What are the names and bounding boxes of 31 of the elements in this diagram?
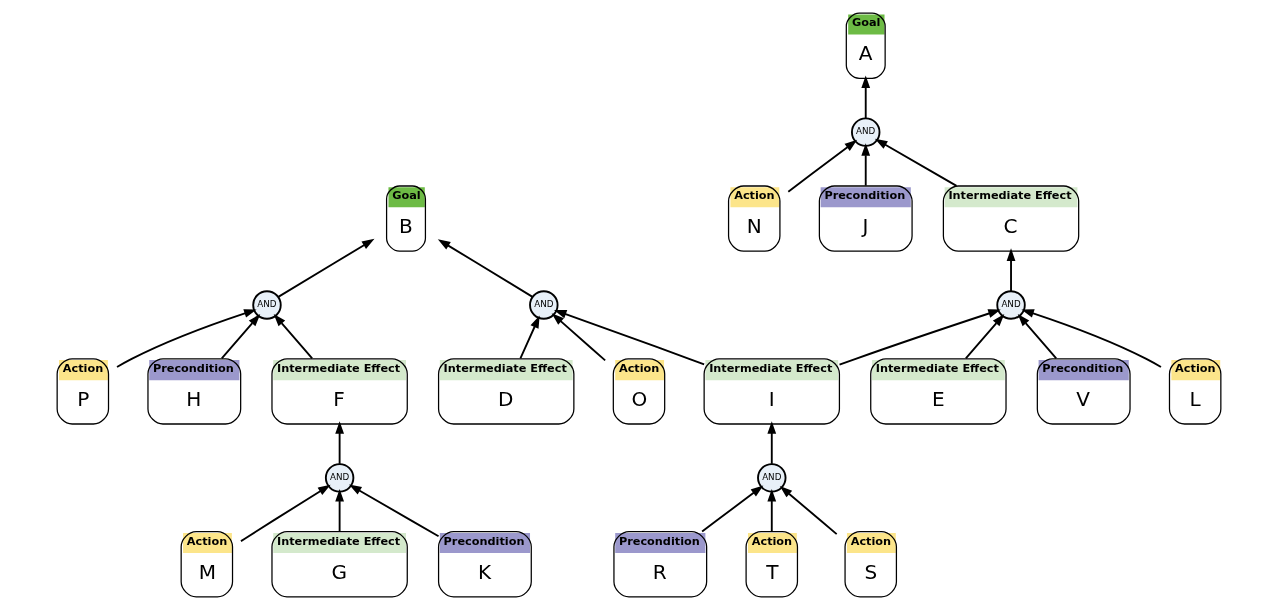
arrow — [838, 309, 1001, 366]
node-circle: AND — [324, 463, 354, 493]
arrow — [551, 313, 606, 362]
arrow — [437, 239, 533, 298]
node-circle: AND — [528, 290, 559, 320]
arrow — [766, 421, 776, 465]
arrow — [553, 309, 705, 366]
arrow — [334, 421, 344, 465]
node-circle: AND — [756, 463, 786, 493]
arrow — [786, 139, 857, 193]
arrow — [779, 485, 838, 536]
arrow — [334, 488, 344, 533]
arrow — [348, 484, 439, 538]
arrow — [115, 309, 257, 368]
arrow — [1006, 248, 1015, 292]
arrow — [276, 238, 374, 298]
arrow — [273, 313, 313, 360]
arrow — [519, 315, 540, 360]
node-circle: AND — [251, 290, 282, 320]
arrow — [220, 313, 260, 360]
arrow — [860, 143, 870, 187]
arrow — [239, 484, 331, 543]
arrow — [874, 138, 957, 187]
arrow — [860, 75, 870, 120]
arrow — [766, 488, 776, 533]
node-circle: AND — [995, 290, 1026, 320]
arrow — [964, 313, 1004, 360]
arrow — [1020, 309, 1162, 368]
arrow — [1017, 313, 1057, 360]
arrow — [700, 485, 763, 533]
node-circle: AND — [850, 117, 880, 147]
